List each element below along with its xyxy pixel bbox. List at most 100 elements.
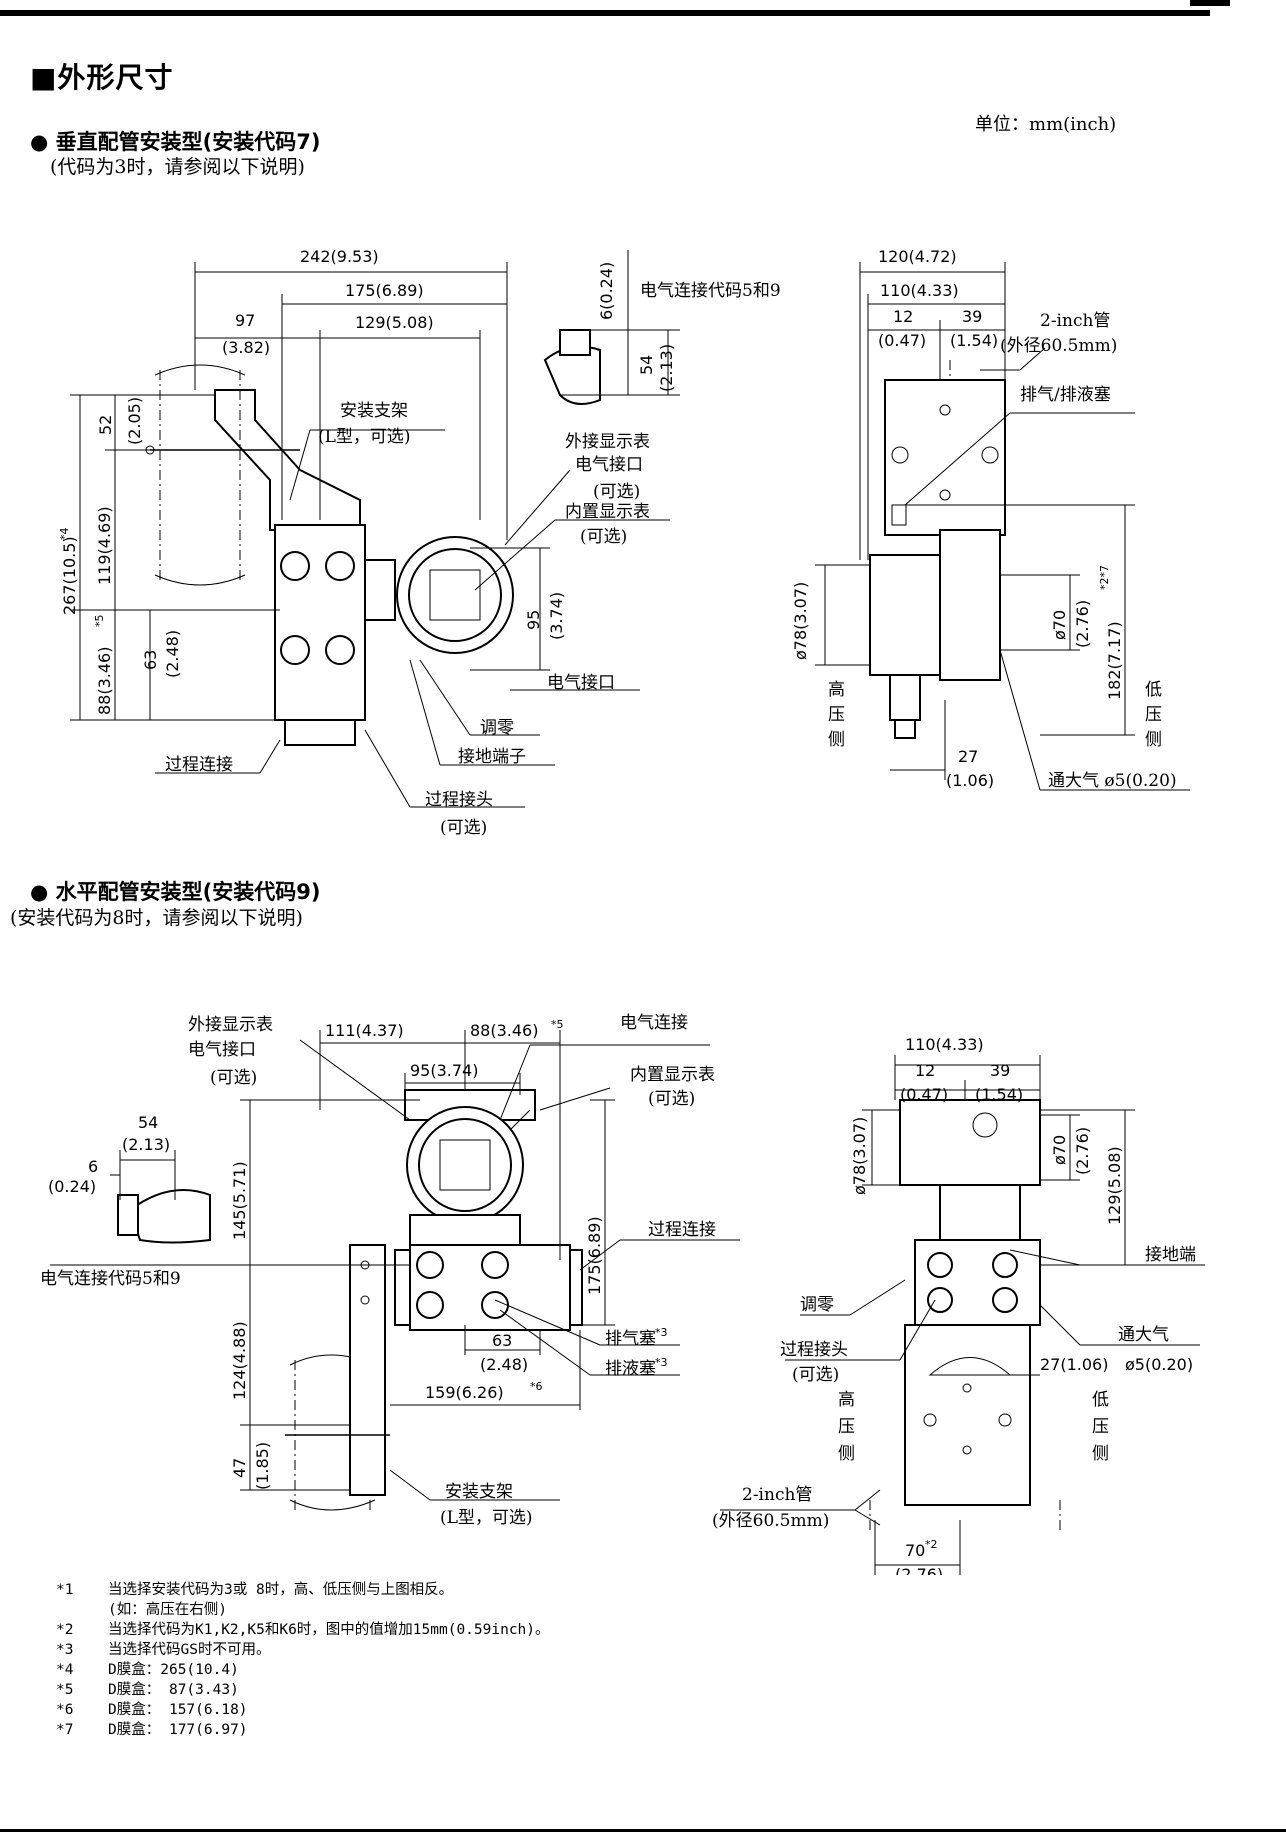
- label-int-display-h: 内置显示表: [630, 1065, 715, 1085]
- dim-120: 120(4.72): [878, 247, 957, 266]
- dim-70-h-inch: (2.76): [1073, 1127, 1092, 1175]
- dim-129-h: 129(5.08): [1105, 1146, 1124, 1225]
- section-title: ■外形尺寸: [30, 61, 174, 94]
- dim-63: 63: [141, 650, 160, 670]
- label-high-1-h: 高: [838, 1390, 855, 1410]
- label-low-1-h: 低: [1092, 1390, 1109, 1410]
- label-high-2-h: 压: [838, 1417, 855, 1437]
- dim-97-inch: (3.82): [222, 338, 270, 357]
- dim-88-note: *5: [93, 615, 106, 628]
- leader-lines-vertical: [155, 347, 1190, 808]
- dim-54-h: 54: [138, 1113, 158, 1132]
- horizontal-title: ● 水平配管安装型(安装代码9): [30, 880, 321, 904]
- label-pipe-od-h: (外径60.5mm): [712, 1511, 829, 1531]
- dim-39-inch: (1.54): [950, 331, 998, 350]
- label-vent-plug-note: *3: [655, 1326, 668, 1339]
- elec-conn-inset-horizontal: [117, 1189, 211, 1244]
- label-ext-option: (可选): [593, 482, 640, 502]
- dim-27-inch: (1.06): [946, 771, 994, 790]
- mount-bracket: [145, 389, 361, 531]
- dim-52-inch: (2.05): [125, 397, 144, 445]
- label-bracket: 安装支架: [340, 401, 408, 421]
- label-pipe-h: 2-inch管: [742, 1485, 812, 1505]
- dim-70-bottom-note: *2: [925, 1538, 938, 1551]
- label-bracket-option-h: (L型，可选): [440, 1508, 533, 1528]
- dim-63-h-inch: (2.48): [480, 1355, 528, 1374]
- dim-6-h: 6: [88, 1157, 98, 1176]
- dim-129: 129(5.08): [355, 313, 434, 332]
- label-ext-port: 电气接口: [575, 455, 643, 475]
- label-high-2: 压: [828, 705, 845, 725]
- label-fitting-option: (可选): [440, 818, 487, 838]
- horizontal-mount-drawing: 外接显示表 电气接口 (可选) 111(4.37) 88(3.46) *5 电气…: [40, 1013, 1205, 1575]
- label-ext-display: 外接显示表: [565, 432, 650, 452]
- dim-110: 110(4.33): [880, 281, 959, 300]
- label-elec-code-5-9-h: 电气连接代码5和9: [40, 1269, 181, 1289]
- pipe-vertical-left: [154, 364, 246, 586]
- vertical-mount-drawing: 242(9.53) 175(6.89) 97 (3.82) 129(5.08) …: [58, 247, 1190, 838]
- label-pipe: 2-inch管: [1040, 311, 1110, 331]
- dim-39: 39: [962, 307, 982, 326]
- dim-111: 111(4.37): [325, 1021, 404, 1040]
- horizontal-note: (安装代码为8时，请参阅以下说明): [10, 907, 303, 929]
- dim-242: 242(9.53): [300, 247, 379, 266]
- dim-70-inch: (2.76): [1073, 600, 1092, 648]
- dim-182-note: *2*7: [1098, 565, 1111, 590]
- label-high-3: 侧: [828, 730, 845, 750]
- dim-145: 145(5.71): [230, 1161, 249, 1240]
- label-elec-code-5-9: 电气连接代码5和9: [640, 281, 781, 301]
- label-ext-port-h: 电气接口: [188, 1040, 256, 1060]
- label-atm-vent: 通大气 ø5(0.20): [1048, 771, 1177, 791]
- label-fitting: 过程接头: [425, 790, 493, 810]
- dim-88: 88(3.46): [95, 647, 114, 715]
- label-elec-port: 电气接口: [547, 673, 615, 693]
- dim-39-h: 39: [990, 1061, 1010, 1080]
- dim-54-inch: (2.13): [657, 344, 676, 392]
- dim-47: 47: [230, 1458, 249, 1478]
- label-low-2-h: 压: [1092, 1417, 1109, 1437]
- dim-110-h: 110(4.33): [905, 1035, 984, 1054]
- label-ground-h: 接地端: [1145, 1245, 1196, 1265]
- label-process-conn-h: 过程连接: [648, 1220, 716, 1240]
- dim-78: ø78(3.07): [791, 582, 810, 660]
- dim-54-h-inch: (2.13): [122, 1135, 170, 1154]
- label-ext-display-h: 外接显示表: [188, 1015, 273, 1035]
- dim-63-h: 63: [492, 1331, 512, 1350]
- dim-12: 12: [893, 307, 913, 326]
- label-low-1: 低: [1145, 680, 1162, 700]
- header-rule: [0, 0, 1286, 18]
- dim-12-inch: (0.47): [878, 331, 926, 350]
- header-line: [0, 10, 1210, 16]
- dimension-lines-side: [815, 262, 1135, 780]
- dim-182: 182(7.17): [1105, 621, 1124, 700]
- label-low-3: 侧: [1145, 730, 1162, 750]
- label-drain-plug-note: *3: [655, 1356, 668, 1369]
- dim-70-h: ø70: [1050, 1135, 1069, 1165]
- vertical-title: ● 垂直配管安装型(安装代码7): [30, 130, 321, 154]
- label-high-1: 高: [828, 680, 845, 700]
- label-bracket-h: 安装支架: [445, 1482, 513, 1502]
- dim-27: 27: [958, 747, 978, 766]
- label-bracket-option: (L型，可选): [318, 427, 411, 447]
- dim-78-h: ø78(3.07): [850, 1117, 869, 1195]
- dim-124: 124(4.88): [230, 1321, 249, 1400]
- label-atm-h: 通大气: [1118, 1325, 1169, 1345]
- label-zero-h: 调零: [800, 1295, 834, 1315]
- label-fitting-h: 过程接头: [780, 1340, 848, 1360]
- label-high-3-h: 侧: [838, 1444, 855, 1464]
- label-drain-plug: 排液塞: [605, 1359, 656, 1379]
- dim-54: 54: [637, 355, 656, 375]
- transmitter-body-horizontal: [394, 1089, 583, 1331]
- label-int-option-h: (可选): [648, 1089, 695, 1109]
- label-fitting-option-h: (可选): [792, 1365, 839, 1385]
- label-ext-option-h: (可选): [210, 1068, 257, 1088]
- dim-159-note: *6: [530, 1380, 543, 1393]
- dim-97: 97: [235, 311, 255, 330]
- label-ground: 接地端子: [458, 747, 526, 767]
- footer-rule: [0, 1829, 1286, 1832]
- dim-88-h-note: *5: [551, 1018, 564, 1031]
